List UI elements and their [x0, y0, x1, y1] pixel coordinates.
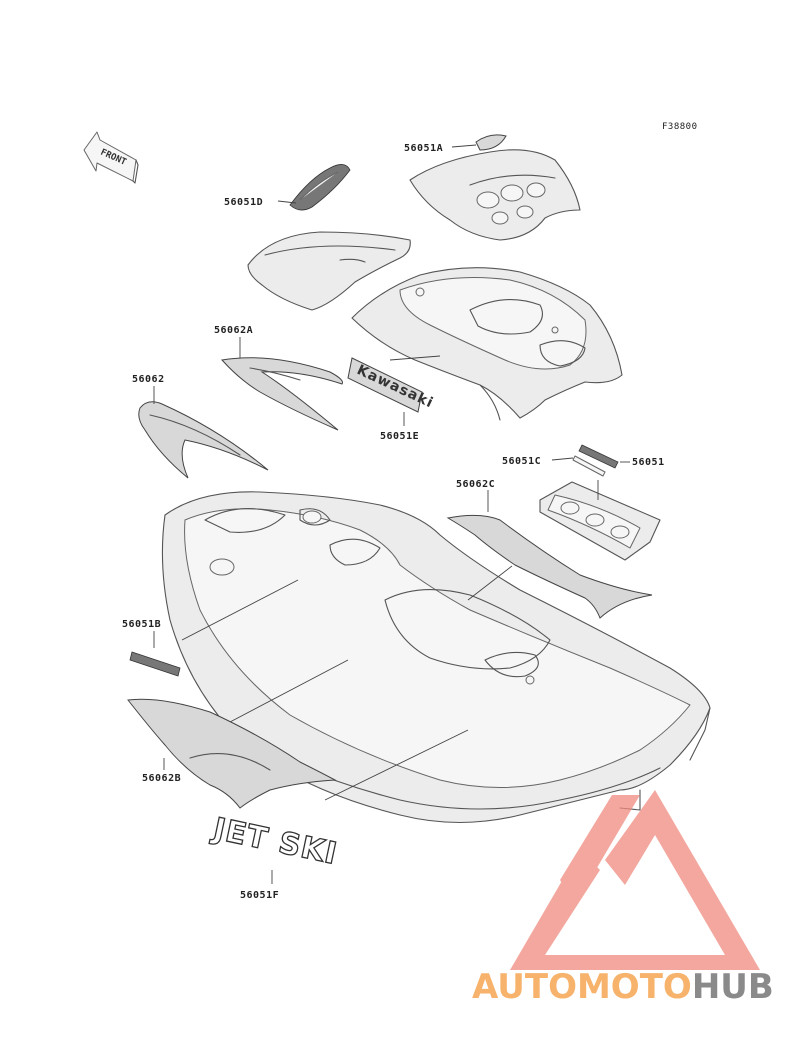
label-56051: 56051 — [632, 457, 665, 468]
upper-deck-console — [351, 267, 623, 421]
label-56062a: 56062A — [214, 325, 253, 336]
hull-body — [161, 491, 711, 824]
watermark-triangle — [510, 790, 760, 970]
label-56051a: 56051A — [404, 143, 443, 154]
stripe-56062a: 56062A — [214, 325, 343, 431]
front-arrow-icon: FRONT — [83, 131, 139, 184]
figure-code: F38800 — [662, 122, 698, 132]
badge-56051b: 56051B — [122, 619, 181, 677]
label-56051d: 56051D — [224, 197, 263, 208]
stripe-56062c: 56062C — [446, 479, 653, 619]
front-hatch-cover — [247, 231, 411, 311]
emblem-56051a: 56051A — [404, 134, 507, 154]
stripe-56062b: 56062B — [127, 698, 337, 809]
strip-56051: 56051 — [578, 444, 665, 469]
label-56051b: 56051B — [122, 619, 161, 630]
label-56051f: 56051F — [240, 890, 279, 901]
label-56062c: 56062C — [456, 479, 495, 490]
decal-56051e-kawasaki: Kawasaki 56051E — [347, 355, 441, 442]
decal-56051f-jetski: JET SKI 56051F — [208, 811, 341, 901]
hull-leaders — [181, 565, 513, 801]
steering-cover — [409, 149, 581, 241]
watermark-logo-icon — [510, 790, 760, 970]
label-56051e: 56051E — [380, 431, 419, 442]
badge-56051d: 56051D — [224, 164, 351, 211]
label-56062: 56062 — [132, 374, 165, 385]
label-56051c: 56051C — [502, 456, 541, 467]
label-56062b: 56062B — [142, 773, 181, 784]
jetski-decal-text: JET SKI — [208, 811, 340, 872]
strip-56051c: 56051C — [502, 455, 606, 477]
rear-grate — [539, 480, 661, 561]
stripe-56062: 56062 — [132, 374, 269, 479]
watermark-text: AUTOMOTOHUB — [472, 967, 774, 1007]
watermark-part2: HUB — [692, 967, 774, 1007]
watermark-part1: AUTOMOTO — [472, 967, 692, 1007]
